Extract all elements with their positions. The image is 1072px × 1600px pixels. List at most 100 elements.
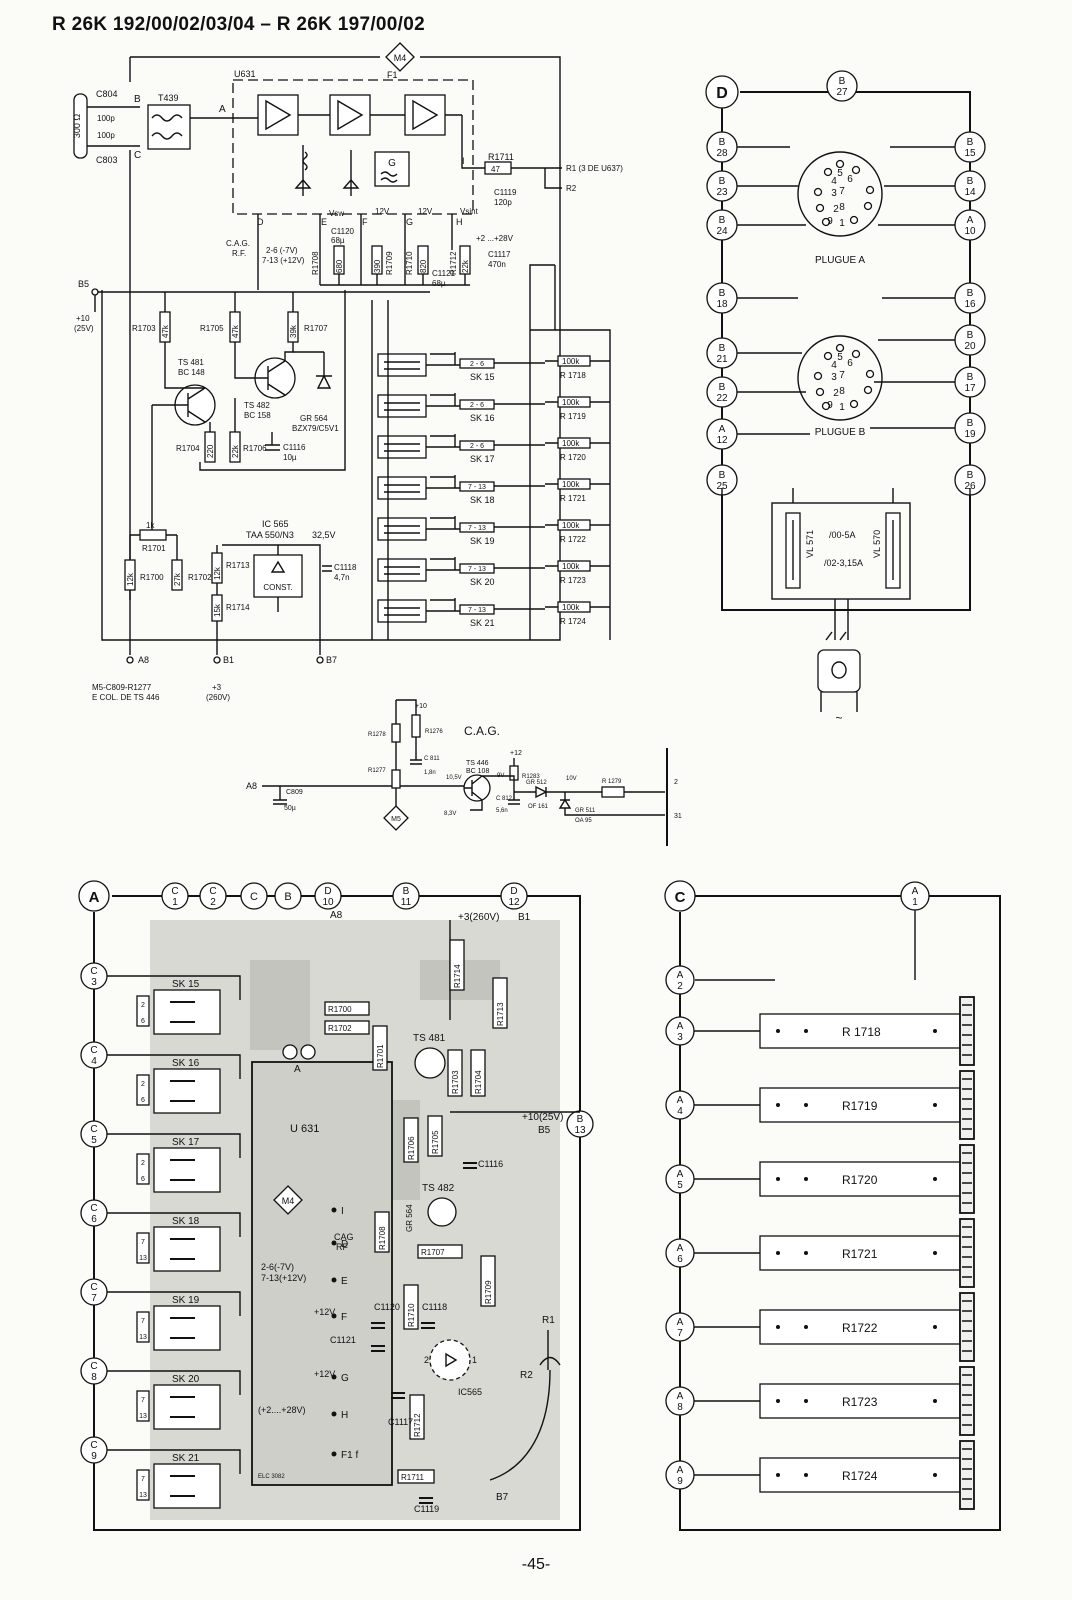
r1709-value: 390	[373, 259, 382, 273]
a-term-top-0-number: 1	[172, 897, 178, 908]
pot-1720-value: 100k	[562, 439, 580, 448]
a-term-top-5-number: 11	[401, 897, 412, 908]
pad-0-dot	[331, 1207, 337, 1213]
r1704-ref: R1704	[176, 444, 200, 453]
r2-pcb-label: R2	[520, 1370, 533, 1381]
switch-18-label: SK 18	[470, 495, 495, 505]
c-term-top-ring	[900, 881, 930, 911]
a-part-r1704-body	[470, 1049, 486, 1097]
d-term-left-b-1-letter: B	[719, 343, 726, 354]
r1707-value: 39k	[289, 324, 298, 338]
gr564-type: BZX79/C5V1	[292, 424, 339, 433]
a-switch-21-trace	[107, 1449, 241, 1474]
a8-note-2: E COL. DE TS 446	[92, 693, 160, 702]
a-cap-c1116-label: C1116	[478, 1159, 503, 1169]
c-term-left-2-number: 4	[677, 1106, 683, 1117]
a-part-r1700-label: R1700	[328, 1005, 352, 1014]
ts481-type: BC 148	[178, 368, 205, 377]
ic565-ref: IC 565	[262, 519, 289, 529]
c-pot-row-7-pin-1	[776, 1473, 780, 1477]
c-pot-row-1-pin-1	[776, 1029, 780, 1033]
plug-a-pin-label-6: 6	[847, 174, 853, 185]
a-cap-c1118-label: C1118	[422, 1302, 447, 1312]
supply-range-pcb-label: (+2....+28V)	[258, 1405, 306, 1415]
plug-a-pin-label-8: 8	[839, 202, 845, 213]
pot-1722-ref: R 1722	[560, 535, 586, 544]
r1702	[171, 559, 183, 591]
d-term-left-b-1-number: 21	[716, 354, 728, 365]
a8-note-1: M5-C809-R1277	[92, 683, 152, 692]
plug-b-pin-label-1: 1	[839, 402, 845, 413]
supply-range-label: +2 ...+28V	[476, 234, 514, 243]
r1706-ref: R1706	[243, 444, 267, 453]
a-switch-20-contacts	[170, 1396, 195, 1418]
ts446-type: BC 108	[466, 768, 489, 775]
d-term-left-a-2-letter: B	[719, 215, 726, 226]
pot-1718-ref: R 1718	[560, 371, 586, 380]
m4-pcb-marker	[273, 1185, 303, 1215]
a-switch-16-contacts	[170, 1080, 195, 1102]
switch-18-band: 7 - 13	[468, 484, 486, 491]
a-term-top-2-ring	[240, 882, 268, 910]
a-cap-c1121-plates	[371, 1345, 385, 1352]
pad-3-dot	[331, 1313, 337, 1319]
a-term-top-2-letter: C	[250, 891, 258, 903]
node-g-label: G	[406, 217, 413, 227]
pad-3-label: F	[341, 1312, 347, 1323]
plug-b-pin-4	[823, 351, 833, 361]
a-switch-15-code-top: 2	[141, 1002, 145, 1009]
b7-pcb-label: B7	[496, 1492, 509, 1503]
u631-can	[251, 1061, 393, 1486]
plug-a-pin-3	[813, 187, 823, 197]
a-term-top-6: D12	[500, 882, 528, 910]
b5-label: B5	[78, 279, 89, 289]
b5-supply-label: +10(25V)	[522, 1112, 563, 1123]
c1116-ref: C1116	[283, 443, 306, 452]
c809-ref: C809	[286, 789, 303, 796]
switch-19-contacts	[384, 525, 420, 534]
pot-1720-ref: R 1720	[560, 453, 586, 462]
a-switch-18-code-bottom: 13	[139, 1255, 147, 1262]
a-term-left-5-number: 8	[91, 1372, 97, 1383]
a-term-left-0-number: 3	[91, 977, 97, 988]
c-term-left-5-number: 7	[677, 1328, 683, 1339]
a-term-left-0: C3	[80, 962, 108, 990]
d-term-right-a-2-number: 10	[964, 226, 976, 237]
b1-supply-label: +3(260V)	[458, 912, 499, 923]
cag-schematic: C.A.G. A8 C809 50µ +10 R1278 R1276 R1277…	[246, 699, 682, 846]
c-pot-row-4-label: R1721	[842, 1247, 878, 1261]
switch-19-band: 7 - 13	[468, 525, 486, 532]
band-low-pcb-label: 2-6(-7V)	[261, 1262, 294, 1272]
r1703-ref: R1703	[132, 324, 156, 333]
c-pot-row-7-body	[759, 1457, 961, 1493]
node-f1-label: I	[462, 156, 465, 166]
c-pot-row-5-label: R1722	[842, 1321, 878, 1335]
m5-label: M5	[391, 816, 401, 823]
switch-15-label: SK 15	[470, 372, 495, 382]
plug-b-pin-label-3: 3	[831, 372, 837, 383]
r1-pcb-label: R1	[542, 1315, 555, 1326]
a-switch-18-code-top: 7	[141, 1239, 145, 1246]
r1279-ref: R 1279	[602, 779, 622, 785]
r1278-ref: R1278	[368, 732, 386, 738]
a-switch-21-body	[153, 1463, 221, 1509]
plug-a-pin-1	[821, 217, 831, 227]
pot-1721-ref: R 1721	[560, 494, 586, 503]
r1713-value: 12k	[213, 566, 222, 580]
d-term-right-a-1: B14	[954, 170, 986, 202]
v10-label: 10V	[566, 776, 577, 782]
a-switch-17-body	[153, 1147, 221, 1193]
ts481-pcb-label: TS 481	[413, 1033, 446, 1044]
ts482-pcb-label: TS 482	[422, 1183, 455, 1194]
ic565-type: TAA 550/N3	[246, 530, 294, 540]
page-number: -45-	[521, 1556, 551, 1573]
r1277-ref: R1277	[368, 768, 386, 774]
c1118-ref: C1118	[334, 563, 357, 572]
c-term-left-2-letter: A	[677, 1095, 684, 1106]
d-term-left-a-2-number: 24	[716, 226, 728, 237]
cag-label: C.A.G.	[226, 239, 250, 248]
ic565-pin-1: 1	[472, 1355, 477, 1365]
